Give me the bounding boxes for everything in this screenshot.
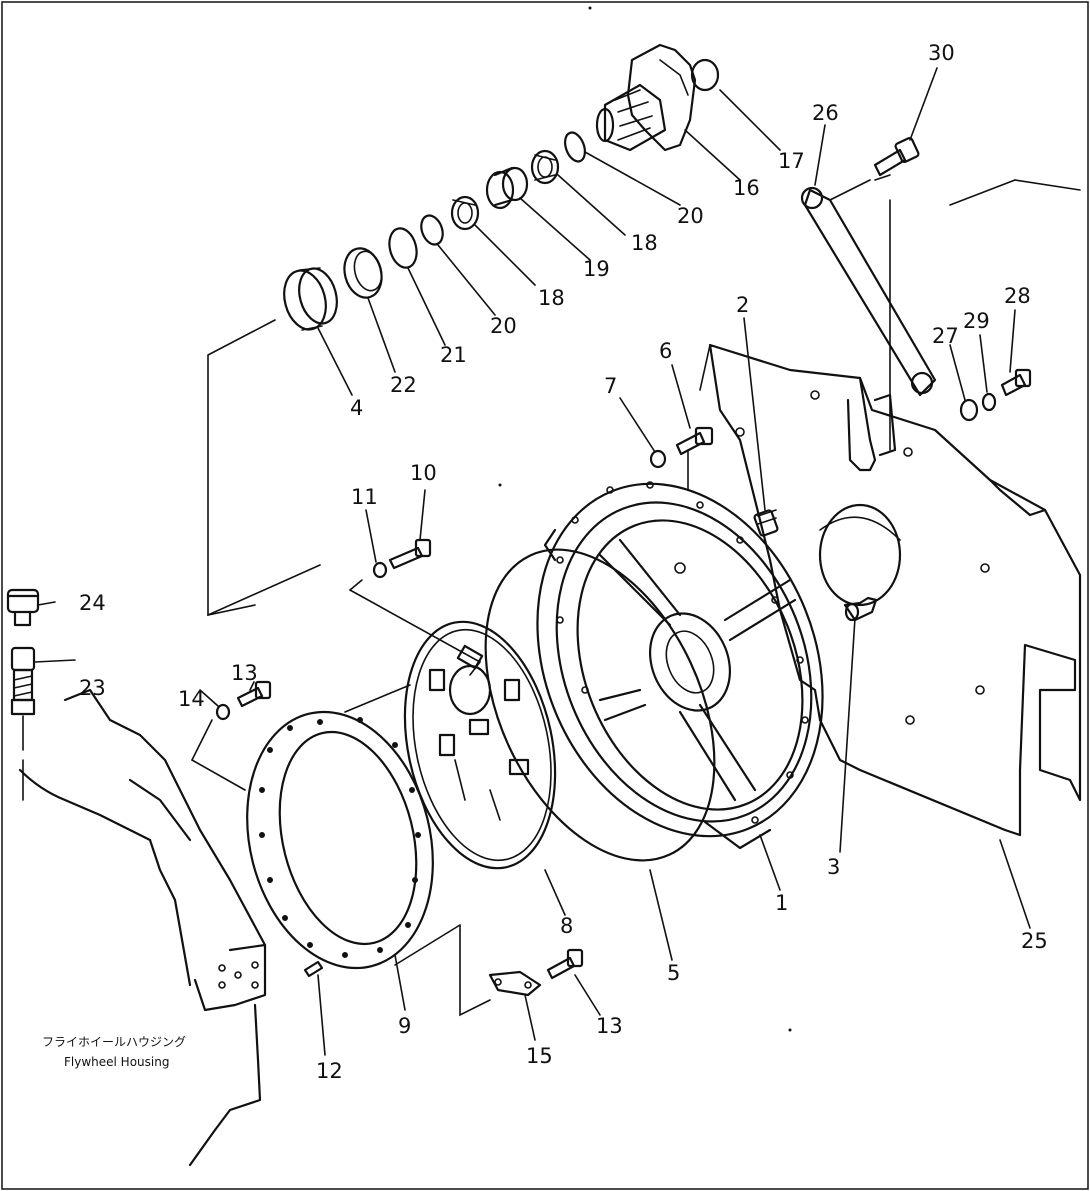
flywheel-housing xyxy=(18,688,267,1167)
pin-3 xyxy=(843,596,878,622)
callout-6: 6 xyxy=(659,339,672,363)
callout-17: 17 xyxy=(778,149,805,173)
bolt-28 xyxy=(1000,368,1032,397)
callout-9: 9 xyxy=(398,1014,411,1038)
callout-10: 10 xyxy=(410,461,437,485)
speck xyxy=(788,1028,792,1032)
bolt-30 xyxy=(873,137,920,177)
callout-20b: 20 xyxy=(490,314,517,338)
washer-14 xyxy=(215,703,231,721)
callout-25: 25 xyxy=(1021,929,1048,953)
callout-18a: 18 xyxy=(631,231,658,255)
callout-29: 29 xyxy=(963,309,990,333)
callout-14: 14 xyxy=(178,687,205,711)
callout-7: 7 xyxy=(604,374,617,398)
plate-15 xyxy=(488,970,542,997)
callout-26: 26 xyxy=(812,101,839,125)
caption-english: Flywheel Housing xyxy=(64,1055,169,1069)
callout-3: 3 xyxy=(827,855,840,879)
callout-13a: 13 xyxy=(231,661,258,685)
callout-4: 4 xyxy=(350,396,363,420)
snap-ring-20a xyxy=(564,131,586,163)
callout-16: 16 xyxy=(733,176,760,200)
callout-30: 30 xyxy=(928,41,955,65)
callout-20a: 20 xyxy=(677,204,704,228)
washer-27 xyxy=(959,398,979,422)
washer-11 xyxy=(372,561,388,579)
callout-22: 22 xyxy=(390,373,417,397)
washer-7 xyxy=(649,449,667,469)
o-ring-21 xyxy=(388,227,418,269)
hub-shaft xyxy=(595,43,697,152)
bolt-13a xyxy=(236,680,272,708)
callout-21: 21 xyxy=(440,343,467,367)
callout-2: 2 xyxy=(736,293,749,317)
mounting-plate xyxy=(708,179,1082,837)
callout-8: 8 xyxy=(560,914,573,938)
callout-1: 1 xyxy=(775,891,788,915)
spacer-19 xyxy=(485,166,529,210)
speck xyxy=(588,6,592,10)
snap-ring-20b xyxy=(420,214,444,246)
callout-27: 27 xyxy=(932,324,959,348)
o-ring xyxy=(484,548,716,862)
housing-cover xyxy=(536,481,824,850)
washer-29 xyxy=(981,392,997,412)
callout-11: 11 xyxy=(351,485,378,509)
speck xyxy=(498,483,502,487)
bolt-10 xyxy=(388,538,432,570)
sensor-cap xyxy=(6,588,40,627)
link-bar xyxy=(800,174,937,397)
plug-2 xyxy=(753,509,779,537)
bearing-18a xyxy=(530,149,560,185)
callout-18b: 18 xyxy=(538,286,565,310)
bolt-13b xyxy=(546,948,584,980)
callout-13b: 13 xyxy=(596,1014,623,1038)
seal-4 xyxy=(283,267,338,331)
callout-15: 15 xyxy=(526,1044,553,1068)
leader-lines xyxy=(34,67,1031,1056)
ring-22 xyxy=(343,247,383,299)
callout-numbers: 30 26 17 16 20 18 19 18 20 21 22 4 28 29… xyxy=(79,41,1048,1083)
guide-lines xyxy=(191,319,711,1017)
caption-japanese: フライホイールハウジング xyxy=(42,1035,186,1049)
bearing-18b xyxy=(450,195,480,231)
callout-5: 5 xyxy=(667,961,680,985)
dowel-pin-12 xyxy=(303,960,324,978)
clutch-disc xyxy=(403,620,557,870)
o-ring-17 xyxy=(690,58,720,92)
bolt-6 xyxy=(675,426,714,456)
callout-24: 24 xyxy=(79,591,106,615)
adapter-ring xyxy=(246,684,461,970)
callout-23: 23 xyxy=(79,676,106,700)
callout-28: 28 xyxy=(1004,284,1031,308)
callout-12: 12 xyxy=(316,1059,343,1083)
speed-sensor xyxy=(10,646,36,801)
callout-19: 19 xyxy=(583,257,610,281)
